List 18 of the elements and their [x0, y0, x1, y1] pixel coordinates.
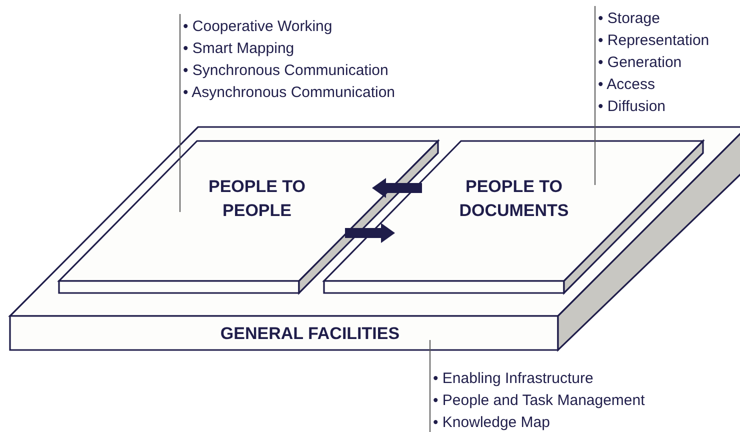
bullet-item: • Access [598, 75, 656, 95]
bullet-item: • Asynchronous Communication [183, 83, 396, 103]
bullet-item: • People and Task Management [433, 391, 645, 411]
leader-line [594, 6, 596, 186]
bullet-item: • Generation [598, 53, 683, 73]
bullet-item: • Cooperative Working [183, 17, 334, 37]
block-arrow [345, 223, 395, 243]
bullet-item: • Synchronous Communication [183, 61, 390, 81]
block-arrow [372, 178, 422, 198]
bullet-item: • Knowledge Map [433, 413, 551, 432]
bullet-item: • Representation [598, 31, 710, 51]
platform-label: PEOPLE TO DOCUMENTS [458, 176, 570, 222]
bullet-item: • Diffusion [598, 97, 667, 117]
bullet-item: • Storage [598, 9, 661, 29]
bullet-item: • Smart Mapping [183, 39, 296, 59]
platform-label: PEOPLE TO PEOPLE [208, 176, 306, 222]
bullet-item: • Enabling Infrastructure [433, 369, 594, 389]
slab-label: GENERAL FACILITIES [219, 323, 401, 345]
